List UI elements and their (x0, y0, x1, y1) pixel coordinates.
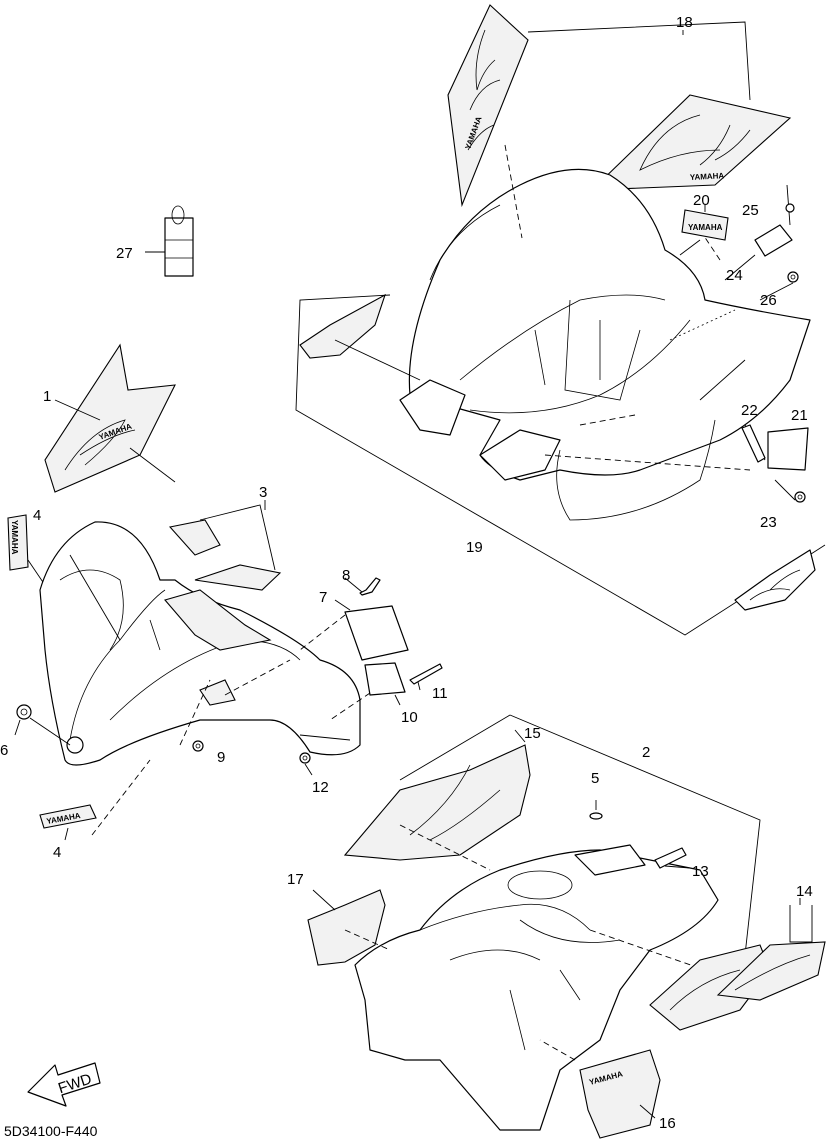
front-fender-group: YAMAHA YAMAHA (7, 343, 443, 841)
part-5-grommet (589, 812, 603, 820)
part-21-plate (767, 427, 809, 471)
callout-9: 9 (217, 749, 225, 766)
part-6-grommet (16, 704, 32, 720)
callout-16: 16 (659, 1115, 676, 1132)
rear-fender-group: YAMAHA YAMAHA YAMA (295, 4, 826, 636)
callout-6: 6 (0, 742, 8, 759)
part-26-washer (787, 271, 799, 283)
part-18-decal-right: YAMAHA (590, 94, 792, 191)
part-3-decals (168, 500, 282, 591)
callout-13: 13 (692, 863, 709, 880)
callout-5: 5 (591, 770, 599, 787)
part-15-decal (343, 729, 531, 871)
part-20-emblem: YAMAHA (679, 205, 729, 256)
part-25-bolt (785, 203, 795, 213)
part-8-rivet (359, 577, 381, 596)
callout-20: 20 (693, 192, 710, 209)
callout-22: 22 (741, 402, 758, 419)
part-9-washer (192, 740, 204, 752)
callout-8: 8 (342, 567, 350, 584)
diagram-code: 5D34100-F440 (4, 1123, 98, 1139)
callout-23: 23 (760, 514, 777, 531)
callout-4b: 4 (53, 844, 61, 861)
emblem-4-upper-text: YAMAHA (10, 520, 19, 555)
callout-3: 3 (259, 484, 267, 501)
part-17-decal (307, 889, 391, 966)
part-24-plate (754, 224, 793, 257)
part-4-emblem-lower: YAMAHA (39, 759, 151, 841)
part-23-washer (794, 491, 806, 503)
callout-1: 1 (43, 388, 51, 405)
callout-18: 18 (676, 14, 693, 31)
callout-17: 17 (287, 871, 304, 888)
callout-27: 27 (116, 245, 133, 262)
part-18-decal-left: YAMAHA (447, 4, 529, 208)
decal-18-text-right: YAMAHA (690, 171, 725, 182)
callout-15: 15 (524, 725, 541, 742)
part-11-rivet (409, 663, 443, 685)
front-body-group: YAMAHA (307, 714, 826, 1139)
part-22-bolt (741, 424, 766, 463)
emblem-20-text: YAMAHA (688, 223, 723, 232)
part-7-plate (344, 605, 409, 661)
part-12-washer (299, 752, 311, 764)
part-1-decal: YAMAHA (44, 343, 176, 493)
part-27-tag (145, 205, 194, 277)
callout-14: 14 (796, 883, 813, 900)
callout-19: 19 (466, 539, 483, 556)
callout-25: 25 (742, 202, 759, 219)
callout-10: 10 (401, 709, 418, 726)
callout-12: 12 (312, 779, 329, 796)
part-13-strip (654, 847, 687, 869)
callout-2: 2 (642, 744, 650, 761)
fwd-arrow-icon: FWD (27, 1062, 101, 1107)
part-10-plate (364, 662, 406, 696)
part-16-decal: YAMAHA (539, 1039, 661, 1139)
callout-7: 7 (319, 589, 327, 606)
part-14-decals (649, 898, 826, 1031)
callout-labels: 1 2 3 4 4 5 6 7 8 9 10 11 12 13 14 15 16… (0, 14, 813, 1132)
callout-21: 21 (791, 407, 808, 424)
callout-26: 26 (760, 292, 777, 309)
callout-4a: 4 (33, 507, 41, 524)
callout-11: 11 (432, 685, 448, 702)
callout-24: 24 (726, 267, 743, 284)
